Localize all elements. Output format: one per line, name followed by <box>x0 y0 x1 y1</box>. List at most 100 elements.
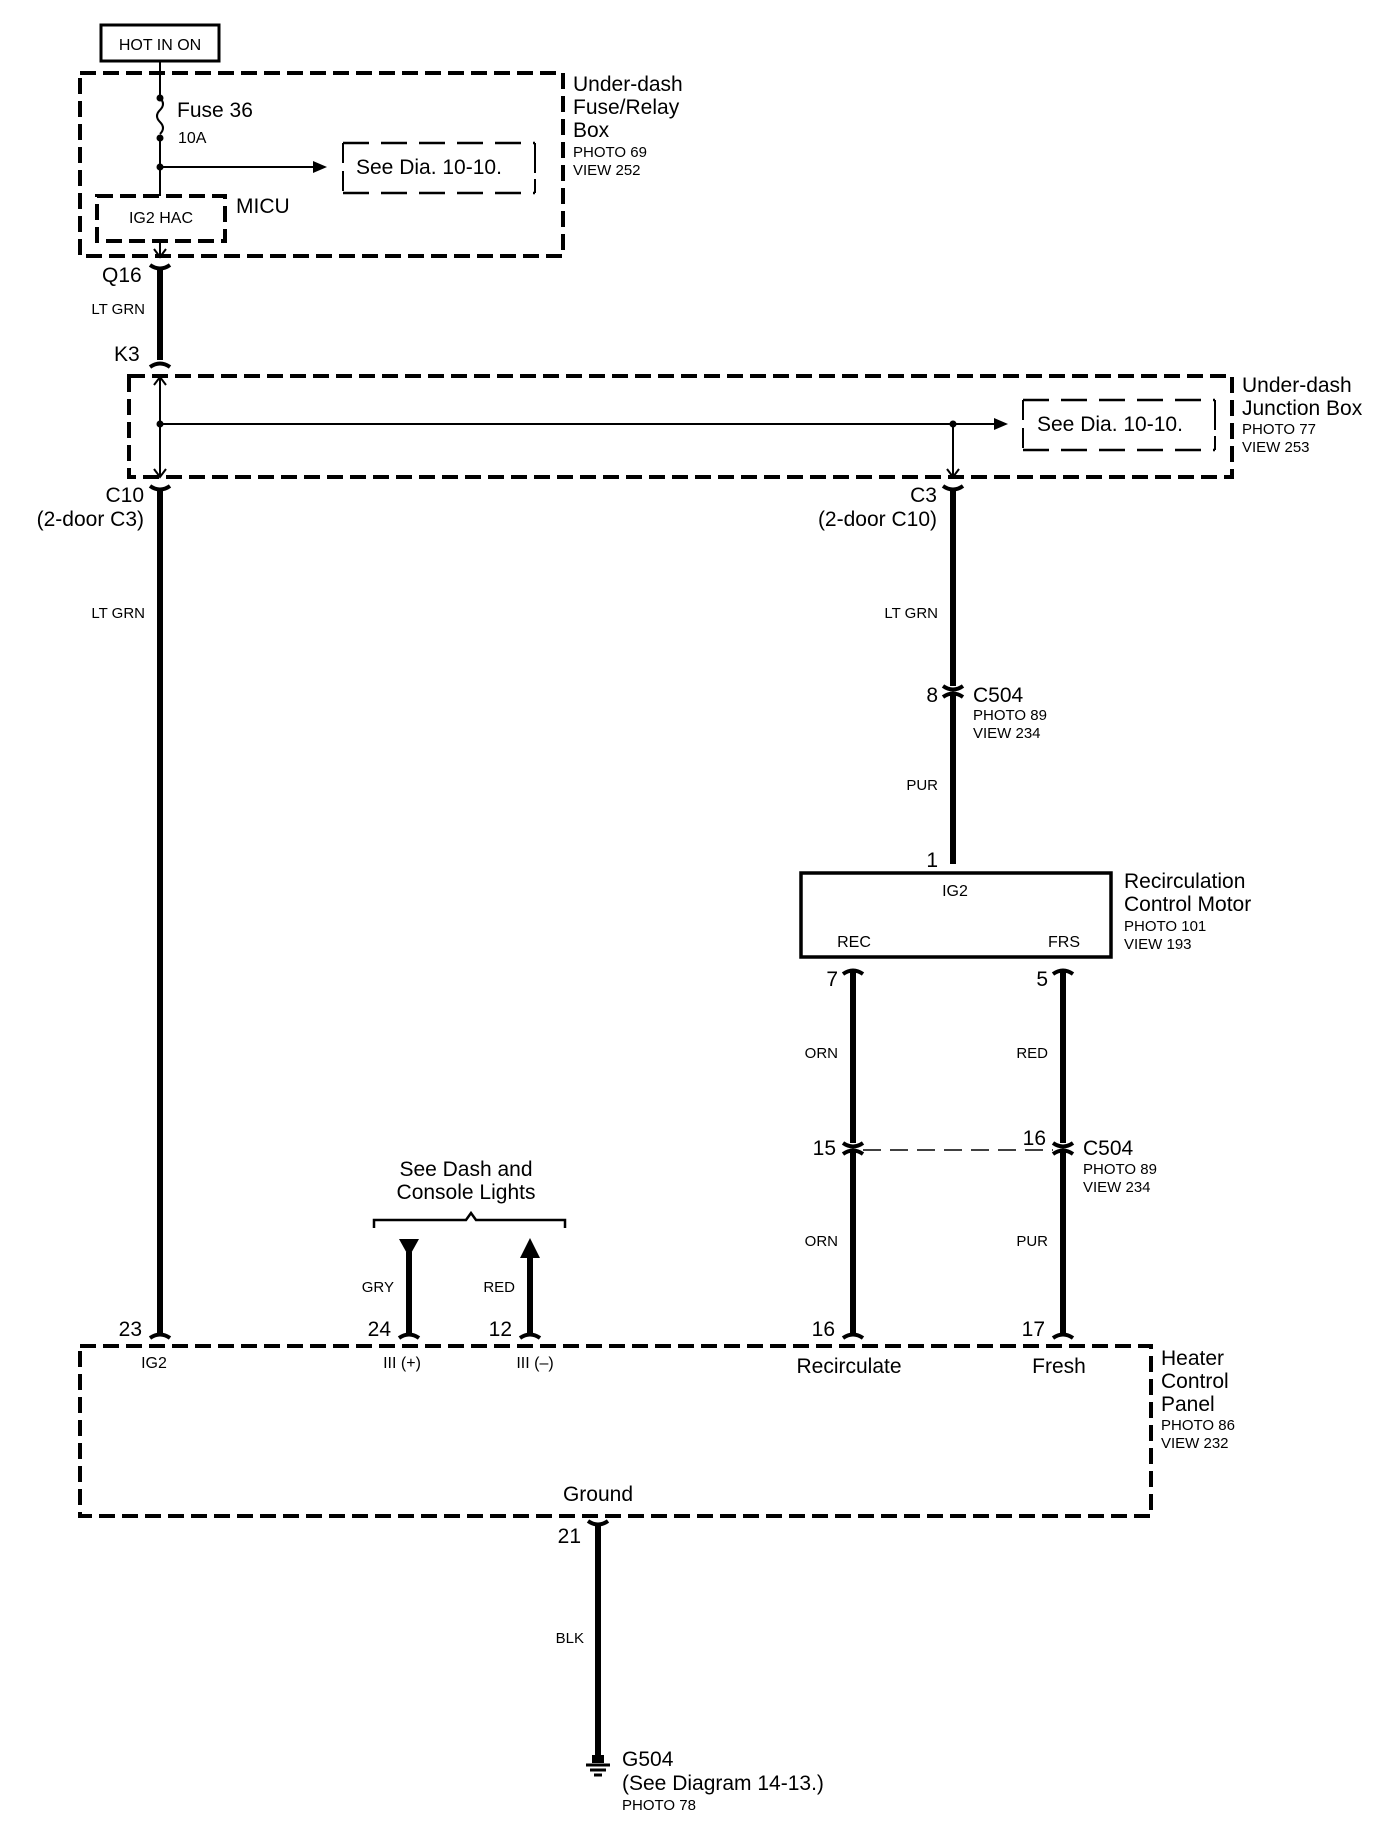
wire-rec-upper-color: ORN <box>805 1045 838 1062</box>
wire-c10-panel-color: LT GRN <box>91 605 145 622</box>
c504-lower-view: VIEW 234 <box>1083 1179 1151 1196</box>
svg-text:VIEW 232: VIEW 232 <box>1161 1435 1229 1452</box>
junction-see-ref: See Dia. 10-10. <box>1037 413 1183 436</box>
svg-text:VIEW 252: VIEW 252 <box>573 162 641 179</box>
svg-text:Recirculation: Recirculation <box>1124 870 1245 893</box>
svg-text:Control Motor: Control Motor <box>1124 893 1251 916</box>
q16-arrow <box>153 248 167 259</box>
heater-panel-outline <box>78 1344 1153 1518</box>
q16-label: Q16 <box>102 264 142 287</box>
c504-upper-connector-bottom <box>941 691 965 699</box>
junction-box-outline <box>127 374 1234 479</box>
c504-upper-photo: PHOTO 89 <box>973 707 1047 724</box>
ground-symbol-icon <box>586 1755 610 1777</box>
svg-text:PHOTO 86: PHOTO 86 <box>1161 1417 1235 1434</box>
panel-pin-numbers: 23 24 12 16 17 <box>119 1318 1045 1341</box>
c504-lower-name: C504 <box>1083 1137 1134 1160</box>
c3-label: C3 <box>910 484 937 507</box>
ground-ref: (See Diagram 14-13.) <box>622 1772 824 1795</box>
c10-connector <box>148 484 172 492</box>
motor-frs-terminal: FRS <box>1048 934 1080 951</box>
c504-lower-right-pin: 16 <box>1023 1127 1046 1150</box>
svg-text:Heater: Heater <box>1161 1347 1224 1370</box>
see-dia-arrow <box>313 161 327 173</box>
svg-text:Panel: Panel <box>1161 1393 1215 1416</box>
dash-lights-bracket <box>372 1210 567 1228</box>
c3-alt-label: (2-door C10) <box>818 508 937 531</box>
motor-ig2-terminal: IG2 <box>942 883 968 900</box>
ground-photo: PHOTO 78 <box>622 1797 696 1814</box>
panel-term-ig2: IG2 <box>141 1355 167 1372</box>
micu-label: MICU <box>236 195 290 218</box>
dash-lights-label-2: Console Lights <box>397 1181 536 1204</box>
motor-rec-connector <box>841 968 865 976</box>
motor-rec-pin: 7 <box>826 968 838 991</box>
svg-text:Fuse/Relay: Fuse/Relay <box>573 96 680 119</box>
junction-box-name: Under-dash Junction Box PHOTO 77 VIEW 25… <box>1242 374 1363 456</box>
svg-text:Control: Control <box>1161 1370 1229 1393</box>
wire-red-lights-color: RED <box>483 1279 515 1296</box>
c504-lower-photo: PHOTO 89 <box>1083 1161 1157 1178</box>
gry-arrow <box>399 1239 419 1257</box>
recirc-motor-box <box>799 871 1113 959</box>
fuse-rating: 10A <box>178 130 207 147</box>
fuse-relay-box-name: Under-dash Fuse/Relay Box PHOTO 69 VIEW … <box>573 73 683 179</box>
motor-input-pin: 1 <box>926 849 938 872</box>
panel-term-ill-plus: III (+) <box>383 1355 421 1372</box>
dash-lights-label-1: See Dash and <box>399 1158 532 1181</box>
c10-alt-label: (2-door C3) <box>37 508 144 531</box>
heater-panel-name: Heater Control Panel PHOTO 86 VIEW 232 <box>1161 1347 1235 1452</box>
svg-text:Box: Box <box>573 119 610 142</box>
svg-text:PHOTO 77: PHOTO 77 <box>1242 421 1316 438</box>
svg-text:Under-dash: Under-dash <box>1242 374 1352 397</box>
c504-lower-left-bottom <box>841 1148 865 1156</box>
svg-text:Under-dash: Under-dash <box>573 73 683 96</box>
svg-text:VIEW 193: VIEW 193 <box>1124 936 1192 953</box>
motor-frs-pin: 5 <box>1036 968 1048 991</box>
c504-lower-left-top <box>841 1141 865 1149</box>
svg-text:PHOTO 101: PHOTO 101 <box>1124 918 1206 935</box>
motor-frs-connector <box>1051 968 1075 976</box>
q16-connector <box>148 263 172 271</box>
fuse-name: Fuse 36 <box>177 99 253 122</box>
wire-c3-c504-color: LT GRN <box>884 605 938 622</box>
panel-term-fresh: Fresh <box>1032 1355 1086 1378</box>
c504-upper-connector-top <box>941 684 965 692</box>
wire-c504-motor-color: PUR <box>906 777 938 794</box>
motor-rec-terminal: REC <box>837 934 871 951</box>
svg-text:PHOTO 69: PHOTO 69 <box>573 144 647 161</box>
fuse-36-symbol <box>156 97 164 135</box>
c504-upper-name: C504 <box>973 684 1024 707</box>
svg-text:VIEW 253: VIEW 253 <box>1242 439 1310 456</box>
k3-connector <box>148 361 172 369</box>
red-arrow <box>520 1238 540 1258</box>
panel-term-recirculate: Recirculate <box>796 1355 901 1378</box>
wire-ground-color: BLK <box>556 1630 584 1647</box>
fuse-box-see-ref-box <box>342 141 536 195</box>
svg-text:17: 17 <box>1022 1318 1045 1341</box>
recirc-motor-name: Recirculation Control Motor PHOTO 101 VI… <box>1124 870 1251 953</box>
k3-label: K3 <box>114 343 140 366</box>
junction-see-ref-box <box>1022 398 1216 452</box>
c504-lower-left-pin: 15 <box>813 1137 836 1160</box>
svg-text:Junction Box: Junction Box <box>1242 397 1363 420</box>
wire-gry-color: GRY <box>362 1279 394 1296</box>
fuse-box-see-ref: See Dia. 10-10. <box>356 156 502 179</box>
c504-lower-right-top <box>1051 1141 1075 1149</box>
panel-ground-connector <box>586 1519 610 1527</box>
micu-terminal: IG2 HAC <box>129 210 193 227</box>
c3-connector <box>941 484 965 492</box>
svg-text:24: 24 <box>368 1318 392 1341</box>
panel-term-ground: Ground <box>563 1483 633 1506</box>
c504-upper-pin: 8 <box>926 684 938 707</box>
c10-label: C10 <box>105 484 144 507</box>
svg-text:12: 12 <box>489 1318 512 1341</box>
c504-lower-right-bottom <box>1051 1148 1075 1156</box>
panel-pin-connectors <box>148 1332 1075 1340</box>
wire-q16-k3-color: LT GRN <box>91 301 145 318</box>
wire-frs-lower-color: PUR <box>1016 1233 1048 1250</box>
svg-text:16: 16 <box>812 1318 835 1341</box>
junction-see-dia-arrow <box>994 418 1008 430</box>
power-source-label: HOT IN ON <box>119 37 201 54</box>
